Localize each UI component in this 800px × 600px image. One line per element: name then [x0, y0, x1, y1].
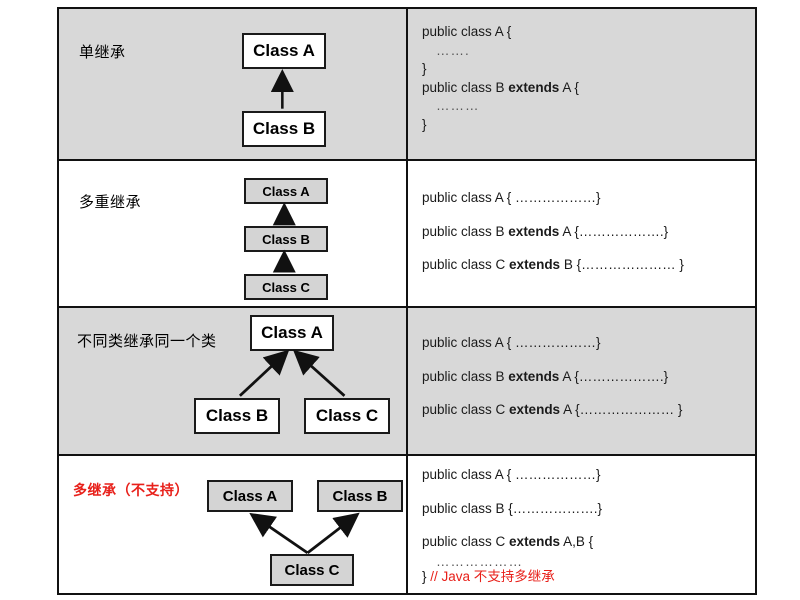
code-line: public class A { ………………}: [422, 190, 601, 205]
code-pre: public class B: [422, 223, 509, 239]
keyword-extends: extends: [508, 79, 560, 95]
code-line: public class A {: [422, 24, 512, 39]
diagram-cell-multiple: 多继承（不支持） Class A Class B Class C: [59, 456, 408, 593]
code-line-extends: public class B extends A {: [422, 79, 747, 95]
code-line: public class B {……………….}: [422, 500, 603, 516]
row-caption-multiple: 多继承（不支持）: [73, 482, 189, 498]
class-box-b-hierarchical: Class B: [194, 398, 280, 434]
code-block-multilevel: public class A { ………………} public class B …: [422, 191, 747, 292]
inheritance-table: 单继承 Class A Class B public class A { …….: [57, 7, 757, 595]
code-block-hierarchical: public class A { ………………} public class B …: [422, 336, 747, 437]
class-box-b-single: Class B: [242, 111, 326, 147]
code-brace: }: [422, 569, 431, 584]
arrow-c-to-a-multiple: [249, 512, 309, 554]
code-pre: public class B: [422, 368, 509, 384]
arrow-c-to-a-hierarchical: [293, 349, 346, 397]
arrow-layer-single: [270, 68, 294, 109]
arrow-c-to-b-multiple: [306, 512, 360, 554]
class-box-c-multiple: Class C: [270, 554, 354, 586]
code-block-single: public class A { ……. } public class B ex…: [422, 25, 747, 136]
code-post: A {………………… }: [560, 402, 683, 417]
code-cell-single: public class A { ……. } public class B ex…: [408, 9, 755, 159]
code-post: A {……………….}: [559, 368, 669, 384]
code-pre: public class C: [422, 257, 510, 272]
code-line-extends: public class B extends A {……………….}: [422, 368, 747, 384]
code-cell-multilevel: public class A { ………………} public class B …: [408, 161, 755, 306]
class-box-a-hierarchical: Class A: [250, 315, 334, 351]
row-caption-multilevel: 多重继承: [79, 194, 142, 211]
code-line: ………………: [436, 553, 523, 569]
class-box-b-multiple: Class B: [317, 480, 403, 512]
diagram-cell-multilevel: 多重继承 Class A Class B Class C: [59, 161, 408, 306]
diagram-cell-single: 单继承 Class A Class B: [59, 9, 408, 159]
code-line: ………: [436, 98, 480, 113]
code-pre: public class B: [422, 79, 509, 95]
table-row-single-inheritance: 单继承 Class A Class B public class A { …….: [59, 9, 755, 161]
class-box-b-multilevel: Class B: [244, 226, 328, 252]
keyword-extends: extends: [508, 223, 560, 239]
row-caption-single: 单继承: [79, 44, 126, 61]
code-post: A {……………….}: [559, 223, 669, 239]
code-post: A {: [559, 79, 579, 95]
code-pre: public class C: [422, 534, 510, 549]
arrow-layer-multilevel: [272, 202, 296, 273]
keyword-extends: extends: [509, 402, 561, 417]
class-box-c-multilevel: Class C: [244, 274, 328, 300]
code-line-extends: public class C extends B {………………… }: [422, 258, 747, 272]
code-line-extends: public class C extends A {………………… }: [422, 403, 747, 417]
table-row-hierarchical-inheritance: 不同类继承同一个类 Class A Class B Class C pub: [59, 308, 755, 456]
code-line-extends: public class B extends A {……………….}: [422, 223, 747, 239]
code-line: …….: [436, 42, 470, 58]
code-post: B {………………… }: [560, 257, 684, 272]
class-box-a-multilevel: Class A: [244, 178, 328, 204]
code-pre: public class C: [422, 402, 510, 417]
code-line: }: [422, 116, 427, 132]
class-box-c-hierarchical: Class C: [304, 398, 390, 434]
code-line-extends: public class C extends A,B {: [422, 535, 747, 549]
diagram-cell-hierarchical: 不同类继承同一个类 Class A Class B Class C: [59, 308, 408, 454]
code-line: public class A { ………………}: [422, 335, 601, 350]
code-line: public class A { ………………}: [422, 467, 601, 482]
class-box-a-single: Class A: [242, 33, 326, 69]
row-caption-hierarchical: 不同类继承同一个类: [77, 333, 217, 350]
keyword-extends: extends: [508, 368, 560, 384]
keyword-extends: extends: [509, 257, 561, 272]
code-comment-red: // Java 不支持多继承: [430, 569, 555, 584]
code-line: }: [422, 61, 427, 76]
code-post: A,B {: [560, 534, 594, 549]
keyword-extends: extends: [509, 534, 561, 549]
arrow-b-to-a-hierarchical: [238, 349, 290, 397]
code-line-comment: } // Java 不支持多继承: [422, 570, 747, 584]
table-row-multiple-inheritance: 多继承（不支持） Class A Class B Class C publ: [59, 456, 755, 593]
code-cell-multiple: public class A { ………………} public class B …: [408, 456, 755, 593]
code-cell-hierarchical: public class A { ………………} public class B …: [408, 308, 755, 454]
class-box-a-multiple: Class A: [207, 480, 293, 512]
code-block-multiple: public class A { ………………} public class B …: [422, 468, 747, 584]
table-row-multilevel-inheritance: 多重继承 Class A Class B Class C public c: [59, 161, 755, 308]
